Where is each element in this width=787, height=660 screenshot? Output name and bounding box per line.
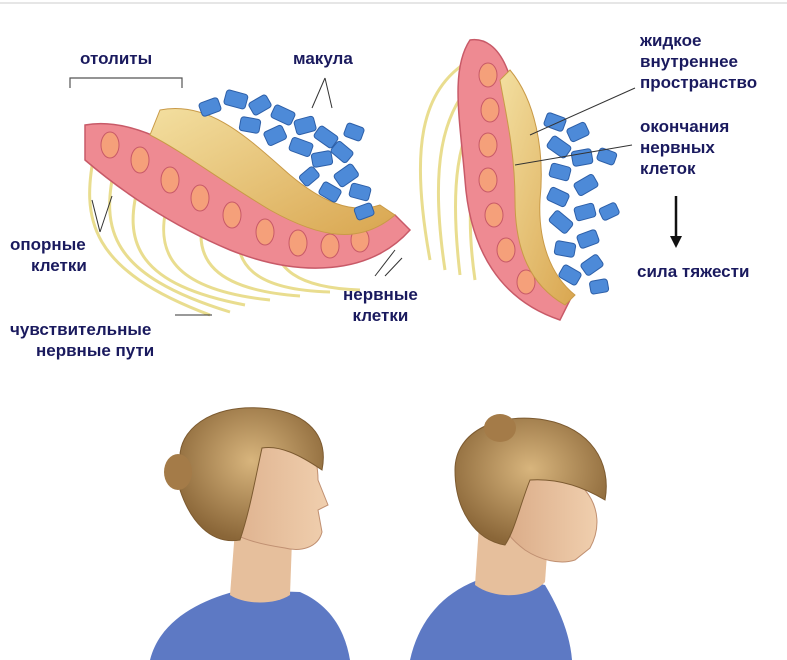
- label-okonchaniya-line2: нервных: [640, 137, 729, 158]
- label-nervnye-kletki: нервные клетки: [343, 284, 418, 326]
- label-zhidkoe-line3: пространство: [640, 72, 757, 93]
- label-nervnye-line1: нервные: [343, 284, 418, 305]
- label-okonchaniya-line3: клеток: [640, 158, 729, 179]
- hair-bun-right: [484, 414, 516, 442]
- head-upright: [150, 408, 350, 660]
- label-otolity-text: отолиты: [80, 48, 152, 69]
- label-makula-text: макула: [293, 48, 353, 69]
- hair-bun-left: [164, 454, 192, 490]
- label-otolity: отолиты: [80, 48, 152, 69]
- otolith-bracket: [70, 78, 182, 88]
- label-zhidkoe: жидкое внутреннее пространство: [640, 30, 757, 93]
- macula-crystals-right: [543, 112, 620, 294]
- label-okonchaniya-line1: окончания: [640, 116, 729, 137]
- label-okonchaniya: окончания нервных клеток: [640, 116, 729, 179]
- label-chuvstv-line1: чувствительные: [10, 319, 154, 340]
- label-zhidkoe-line1: жидкое: [640, 30, 757, 51]
- label-makula: макула: [293, 48, 353, 69]
- gravity-arrow: [670, 196, 682, 248]
- label-sila-text: сила тяжести: [637, 261, 749, 282]
- left-otolith: [70, 78, 410, 315]
- label-chuvstvitelnye: чувствительные нервные пути: [10, 319, 154, 361]
- head-tilted: [410, 414, 606, 660]
- label-zhidkoe-line2: внутреннее: [640, 51, 757, 72]
- label-chuvstv-line2: нервные пути: [10, 340, 154, 361]
- label-opornye-kletki: опорные клетки: [10, 234, 87, 276]
- label-opornye-line1: опорные: [10, 234, 87, 255]
- label-opornye-line2: клетки: [10, 255, 87, 276]
- label-nervnye-line2: клетки: [343, 305, 418, 326]
- label-sila-tyazhesti: сила тяжести: [637, 261, 749, 282]
